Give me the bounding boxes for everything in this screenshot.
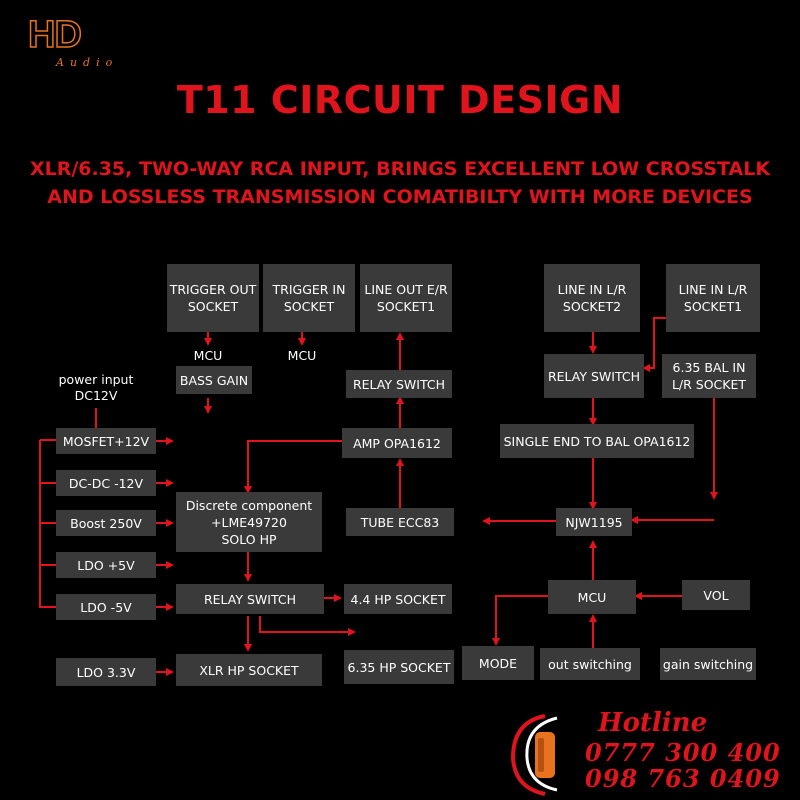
line-in-socket-2: LINE IN L/R SOCKET2 bbox=[544, 264, 640, 332]
relay-switch-hp: RELAY SWITCH bbox=[176, 584, 324, 614]
mcu-control: MCU bbox=[548, 580, 636, 614]
ldo-minus-5v: LDO -5V bbox=[56, 594, 156, 620]
arrow-line-in1-to-relay bbox=[642, 317, 666, 372]
bal-in-socket: 6.35 BAL IN L/R SOCKET bbox=[662, 354, 756, 398]
subtitle-line-2: AND LOSSLESS TRANSMISSION COMATIBILTY WI… bbox=[47, 186, 753, 208]
arrow-relay-to-635 bbox=[259, 616, 356, 636]
mosfet-12v: MOSFET+12V bbox=[56, 428, 156, 454]
mcu-label-a: MCU bbox=[193, 348, 223, 363]
bass-gain: BASS GAIN bbox=[176, 366, 252, 394]
relay-switch-input: RELAY SWITCH bbox=[544, 354, 644, 398]
ldo-plus-5v: LDO +5V bbox=[56, 552, 156, 578]
out-switching: out switching bbox=[540, 648, 640, 680]
logo-subtext: Audio bbox=[56, 56, 119, 69]
tube-ecc83: TUBE ECC83 bbox=[346, 508, 454, 536]
gain-switching: gain switching bbox=[660, 648, 756, 680]
vol-control: VOL bbox=[682, 580, 750, 610]
power-rail bbox=[39, 440, 56, 608]
line-out-socket: LINE OUT E/R SOCKET1 bbox=[360, 264, 452, 332]
mode-control: MODE bbox=[462, 646, 534, 680]
mcu-label-b: MCU bbox=[287, 348, 317, 363]
discrete-component-solo-hp: Discrete component +LME49720 SOLO HP bbox=[176, 492, 322, 552]
hd-audio-logo: HD Audio bbox=[27, 14, 128, 69]
page-title: T11 CIRCUIT DESIGN bbox=[176, 78, 624, 122]
ldo-3-3v: LDO 3.3V bbox=[56, 658, 156, 686]
subtitle-line-1: XLR/6.35, TWO-WAY RCA INPUT, BRINGS EXCE… bbox=[29, 158, 771, 180]
boost-250v: Boost 250V bbox=[56, 510, 156, 536]
relay-switch-line-out: RELAY SWITCH bbox=[346, 370, 452, 398]
hp-socket-4-4: 4.4 HP SOCKET bbox=[344, 584, 452, 614]
phone-icon bbox=[510, 714, 558, 796]
trigger-out-socket: TRIGGER OUT SOCKET bbox=[167, 264, 259, 332]
hotline-phone-2[interactable]: 098 763 0409 bbox=[585, 764, 781, 793]
hotline-label: Hotline bbox=[598, 708, 708, 738]
arrow-amp-to-discrete bbox=[244, 440, 342, 494]
logo-text: HD bbox=[27, 14, 82, 56]
arrow-mcu-to-mode bbox=[492, 595, 548, 646]
amp-opa1612: AMP OPA1612 bbox=[342, 428, 452, 458]
single-end-to-bal: SINGLE END TO BAL OPA1612 bbox=[500, 424, 694, 458]
power-input-label: power input DC12V bbox=[58, 372, 134, 403]
njw1195: NJW1195 bbox=[556, 508, 632, 536]
dc-dc-12v: DC-DC -12V bbox=[56, 470, 156, 496]
xlr-hp-socket: XLR HP SOCKET bbox=[176, 654, 322, 686]
hp-socket-6-35: 6.35 HP SOCKET bbox=[344, 650, 454, 684]
trigger-in-socket: TRIGGER IN SOCKET bbox=[263, 264, 355, 332]
line-in-socket-1: LINE IN L/R SOCKET1 bbox=[666, 264, 760, 332]
hotline-phone-1[interactable]: 0777 300 400 bbox=[585, 738, 781, 767]
